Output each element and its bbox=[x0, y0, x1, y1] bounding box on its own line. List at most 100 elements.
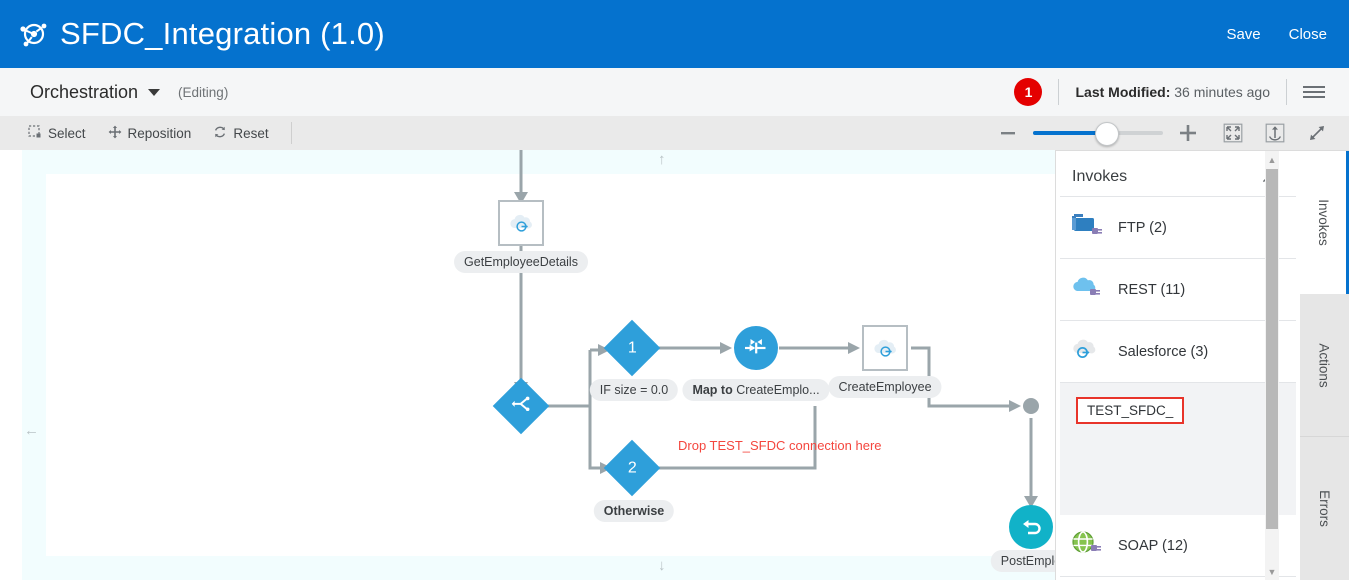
select-tool-label: Select bbox=[48, 125, 86, 141]
toolbar-divider bbox=[290, 122, 292, 144]
join-dot bbox=[1023, 398, 1039, 414]
canvas-dropzone-left[interactable] bbox=[22, 150, 46, 580]
soap-globe-icon bbox=[1070, 528, 1106, 563]
divider bbox=[1058, 79, 1060, 105]
node-branch-2[interactable]: 2 bbox=[603, 439, 661, 497]
node-label-branch-1: IF size = 0.0 bbox=[589, 379, 679, 401]
fit-to-screen-icon[interactable] bbox=[1223, 123, 1243, 143]
save-button[interactable]: Save bbox=[1226, 25, 1261, 43]
marquee-select-icon bbox=[28, 124, 42, 142]
invoke-item-ftp[interactable]: FTP (2) bbox=[1060, 197, 1296, 259]
node-label-map-to-create-employee: Map to CreateEmplo... bbox=[682, 379, 830, 401]
select-tool-button[interactable]: Select bbox=[28, 124, 86, 142]
error-count-badge[interactable]: 1 bbox=[1014, 78, 1043, 106]
node-get-employee-details[interactable] bbox=[498, 200, 544, 246]
node-label-map-rest: CreateEmplo... bbox=[736, 383, 820, 397]
arrowhead bbox=[848, 342, 860, 354]
rest-cloud-icon bbox=[1070, 272, 1106, 307]
invoke-item-label: FTP (2) bbox=[1118, 219, 1167, 236]
node-label-create-employee: CreateEmployee bbox=[828, 376, 942, 398]
dropzone-arrow-up-icon: ↑ bbox=[658, 151, 666, 168]
tab-actions[interactable]: Actions bbox=[1300, 294, 1349, 437]
reset-tool-button[interactable]: Reset bbox=[213, 125, 269, 142]
node-map-to-create-employee[interactable] bbox=[734, 326, 778, 370]
refresh-icon bbox=[213, 125, 227, 142]
tab-invokes-label: Invokes bbox=[1315, 199, 1331, 246]
node-create-employee[interactable] bbox=[862, 325, 908, 371]
canvas-dropzone-top[interactable] bbox=[22, 150, 1055, 174]
invokes-panel: Invokes FTP (2) bbox=[1055, 150, 1300, 580]
reposition-tool-button[interactable]: Reposition bbox=[108, 125, 192, 142]
branch-2-number: 2 bbox=[627, 459, 637, 476]
invoke-item-soap[interactable]: SOAP (12) bbox=[1060, 515, 1296, 577]
ftp-connector-icon bbox=[1070, 210, 1106, 245]
reposition-tool-label: Reposition bbox=[127, 125, 192, 141]
zoom-slider-fill bbox=[1033, 131, 1105, 135]
node-branch-1[interactable]: 1 bbox=[603, 319, 661, 377]
tab-actions-label: Actions bbox=[1317, 342, 1332, 388]
move-arrows-icon bbox=[108, 125, 122, 142]
branch-icon bbox=[512, 396, 530, 417]
reset-tool-label: Reset bbox=[233, 125, 269, 141]
chevron-down-icon bbox=[148, 88, 161, 96]
node-switch[interactable] bbox=[492, 377, 550, 435]
zoom-out-button[interactable] bbox=[995, 120, 1021, 146]
node-label-map-prefix: Map to bbox=[692, 383, 737, 397]
invoke-item-label: REST (11) bbox=[1118, 281, 1186, 298]
right-vertical-tabs: Invokes Actions Errors bbox=[1300, 150, 1349, 580]
last-modified-label: Last Modified: bbox=[1075, 84, 1171, 100]
dragged-connection-chip[interactable]: TEST_SFDC_ bbox=[1076, 397, 1185, 424]
export-up-icon[interactable] bbox=[1265, 123, 1285, 143]
branch-1-diamond: 1 bbox=[603, 319, 661, 377]
salesforce-cloud-icon bbox=[1070, 334, 1106, 369]
orchestration-canvas[interactable]: ↑ ↓ ← bbox=[0, 150, 1055, 580]
invoke-item-salesforce[interactable]: Salesforce (3) bbox=[1060, 321, 1296, 383]
arrowhead bbox=[598, 344, 610, 356]
arrowhead bbox=[1024, 496, 1038, 508]
hamburger-line bbox=[1303, 86, 1325, 88]
connection-drop-area[interactable]: TEST_SFDC_ bbox=[1060, 383, 1296, 515]
zoom-slider[interactable] bbox=[1033, 122, 1163, 146]
arrowhead bbox=[720, 342, 732, 354]
app-header: SFDC_Integration (1.0) Save Close bbox=[0, 0, 1349, 68]
invokes-panel-header: Invokes bbox=[1060, 151, 1296, 197]
tab-invokes[interactable]: Invokes bbox=[1300, 151, 1349, 294]
tab-errors-label: Errors bbox=[1317, 490, 1332, 527]
zoom-slider-knob[interactable] bbox=[1095, 122, 1119, 146]
salesforce-cloud-icon bbox=[498, 200, 544, 246]
invokes-panel-title: Invokes bbox=[1072, 167, 1128, 185]
invoke-item-label: SOAP (12) bbox=[1118, 537, 1188, 554]
branch-1-number: 1 bbox=[627, 339, 637, 356]
scroll-down-arrow-icon[interactable]: ▼ bbox=[1267, 567, 1277, 577]
arrowhead bbox=[514, 192, 528, 204]
page-title: SFDC_Integration (1.0) bbox=[60, 16, 385, 51]
drop-connection-hint: Drop TEST_SFDC connection here bbox=[678, 438, 882, 453]
panel-scrollbar[interactable]: ▲ ▼ bbox=[1265, 151, 1279, 580]
last-modified-value: 36 minutes ago bbox=[1174, 84, 1270, 100]
hamburger-menu-icon[interactable] bbox=[1303, 86, 1325, 98]
orchestration-mode-dropdown[interactable]: Orchestration bbox=[30, 82, 161, 103]
return-arrow-icon bbox=[1009, 505, 1053, 549]
map-arrows-icon bbox=[734, 326, 778, 370]
close-button[interactable]: Close bbox=[1288, 25, 1327, 43]
dropzone-arrow-down-icon: ↓ bbox=[658, 557, 666, 574]
dropzone-arrow-left-icon: ← bbox=[24, 422, 39, 439]
sub-header: Orchestration (Editing) 1 Last Modified:… bbox=[0, 68, 1349, 117]
canvas-dropzone-bottom[interactable] bbox=[22, 556, 1055, 580]
invoke-item-label: Salesforce (3) bbox=[1118, 343, 1209, 360]
editing-state-label: (Editing) bbox=[178, 84, 229, 100]
panel-scrollbar-thumb[interactable] bbox=[1266, 169, 1278, 529]
switch-diamond bbox=[492, 377, 550, 435]
hamburger-line bbox=[1303, 96, 1325, 98]
salesforce-cloud-icon bbox=[862, 325, 908, 371]
scroll-up-arrow-icon[interactable]: ▲ bbox=[1267, 155, 1277, 165]
canvas-toolbar: Select Reposition Reset bbox=[0, 116, 1349, 151]
tab-errors[interactable]: Errors bbox=[1300, 437, 1349, 580]
expand-diagonal-icon[interactable] bbox=[1307, 123, 1327, 143]
invoke-item-rest[interactable]: REST (11) bbox=[1060, 259, 1296, 321]
node-post-employee[interactable] bbox=[1009, 505, 1053, 549]
hamburger-line bbox=[1303, 91, 1325, 93]
zoom-in-button[interactable] bbox=[1175, 120, 1201, 146]
node-label-post-employee: PostEmplo bbox=[990, 550, 1055, 572]
